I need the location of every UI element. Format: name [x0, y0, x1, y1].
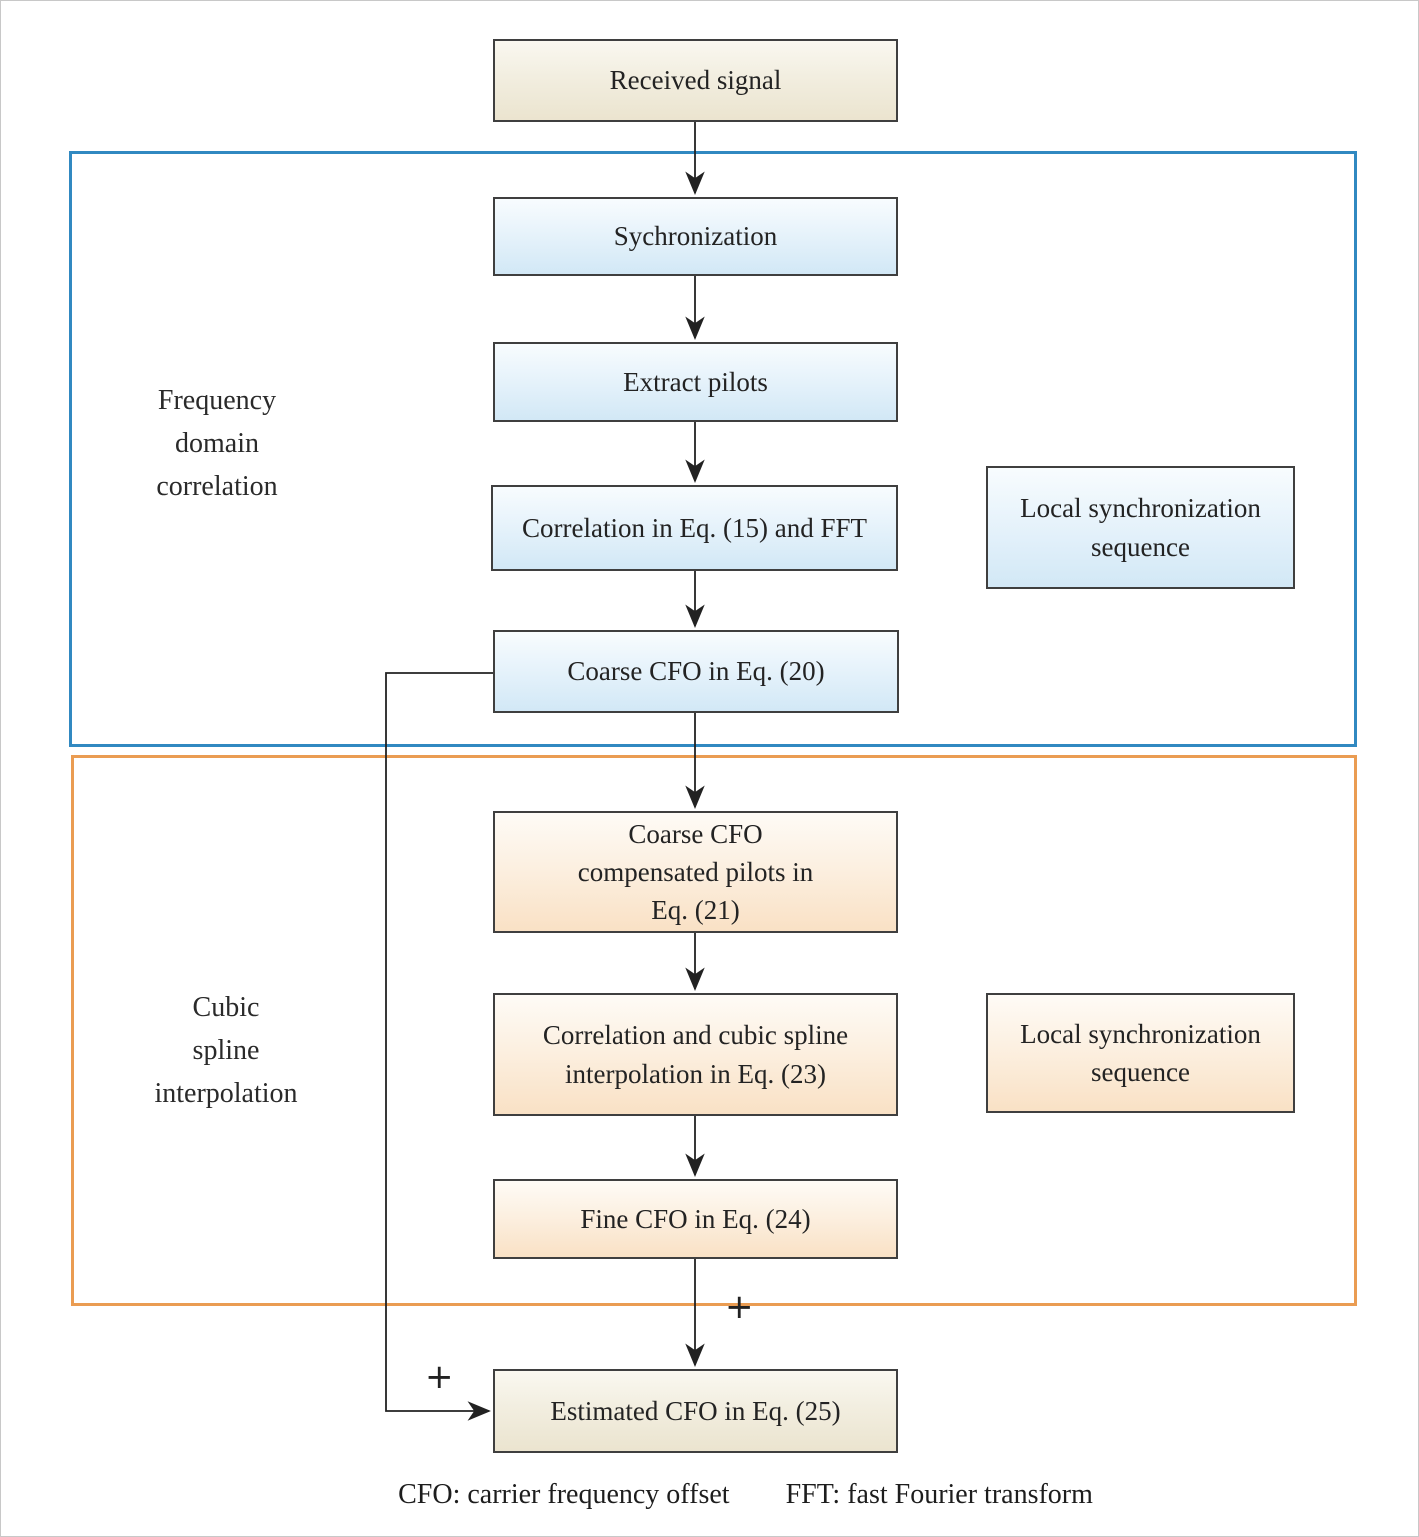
node-correlation-cubic-spline-eq23-label: Correlation and cubic spline interpolati… — [542, 1020, 849, 1089]
node-local-sync-sequence-orange-label: Local synchronization sequence — [1020, 1018, 1261, 1087]
node-coarse-cfo-compensated-pilots-eq21: Coarse CFO compensated pilots in Eq. (21… — [493, 811, 898, 933]
legend-cfo: CFO: carrier frequency offset — [398, 1479, 730, 1510]
node-coarse-cfo-compensated-pilots-eq21-label: Coarse CFO compensated pilots in Eq. (21… — [577, 818, 814, 926]
cubic-spline-interpolation-group-label: Cubic spline interpolation — [154, 992, 298, 1109]
legend-fft: FFT: fast Fourier transform — [785, 1479, 1093, 1510]
node-coarse-cfo-eq20: Coarse CFO in Eq. (20) — [493, 630, 899, 713]
node-synchronization: Sychronization — [493, 197, 898, 276]
node-local-sync-sequence-blue-label: Local synchronization sequence — [1020, 493, 1261, 562]
abbreviation-legend: CFO: carrier frequency offset FFT: fast … — [1, 1479, 1418, 1511]
node-correlation-cubic-spline-eq23: Correlation and cubic spline interpolati… — [493, 993, 898, 1116]
node-synchronization-label: Sychronization — [613, 221, 778, 252]
cubic-spline-interpolation-group-outline — [71, 755, 1357, 1306]
node-local-sync-sequence-orange: Local synchronization sequence — [986, 993, 1295, 1113]
node-received-signal: Received signal — [493, 39, 898, 122]
node-correlation-eq15-fft: Correlation in Eq. (15) and FFT — [491, 485, 898, 571]
node-fine-cfo-eq24: Fine CFO in Eq. (24) — [493, 1179, 898, 1259]
node-coarse-cfo-eq20-label: Coarse CFO in Eq. (20) — [567, 656, 825, 687]
node-received-signal-label: Received signal — [609, 65, 782, 96]
node-fine-cfo-eq24-label: Fine CFO in Eq. (24) — [580, 1203, 811, 1234]
node-estimated-cfo-eq25: Estimated CFO in Eq. (25) — [493, 1369, 898, 1453]
plus-sign-fine-cfo: + — [725, 1287, 754, 1327]
node-extract-pilots-label: Extract pilots — [623, 366, 768, 397]
frequency-domain-correlation-group-outline — [69, 151, 1357, 747]
frequency-domain-correlation-group-label: Frequency domain correlation — [156, 385, 278, 502]
node-local-sync-sequence-blue: Local synchronization sequence — [986, 466, 1295, 589]
node-extract-pilots: Extract pilots — [493, 342, 898, 422]
node-correlation-eq15-fft-label: Correlation in Eq. (15) and FFT — [522, 512, 867, 543]
plus-sign-coarse-cfo: + — [425, 1357, 454, 1397]
node-estimated-cfo-eq25-label: Estimated CFO in Eq. (25) — [550, 1395, 841, 1426]
